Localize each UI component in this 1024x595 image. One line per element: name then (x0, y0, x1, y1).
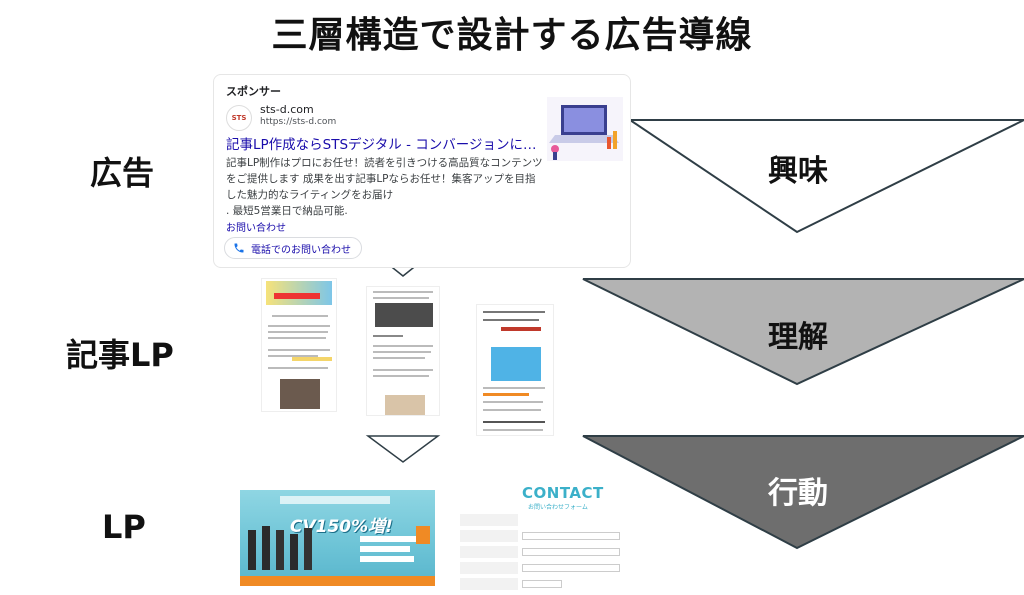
contact-subtitle: お問い合わせフォーム (528, 504, 588, 511)
form-row (460, 530, 640, 542)
row-label-ad: 広告 (90, 154, 155, 192)
form-row (460, 546, 640, 558)
ad-domain: sts-d.com (260, 103, 314, 116)
article-lp-screenshot-1 (261, 278, 337, 412)
laptop-illustration-image (547, 97, 623, 161)
banner-cta-bar (240, 576, 435, 586)
phone-icon (234, 243, 244, 253)
form-row (460, 562, 640, 574)
article-lp-screenshot-2 (366, 286, 440, 416)
ad-description: 記事LP制作はプロにお任せ！読者を引きつける高品質なコンテンツをご提供します 成… (226, 157, 543, 217)
ad-headline-link[interactable]: 記事LP作成ならSTSデジタル - コンバージョンに結… (226, 137, 546, 153)
page-title: 三層構造で設計する広告導線 (271, 15, 753, 56)
site-favicon: STS (226, 105, 252, 131)
down-arrow-article-to-lp (365, 435, 441, 463)
sponsored-label: スポンサー (226, 85, 281, 98)
sponsored-ad-card[interactable]: スポンサー STS sts-d.com https://sts-d.com 記事… (213, 74, 631, 268)
call-button[interactable]: 電話でのお問い合わせ (224, 237, 362, 259)
article-lp-screenshot-3 (476, 304, 554, 436)
funnel-label-interest: 興味 (768, 154, 828, 189)
form-row (460, 514, 640, 526)
ad-url: https://sts-d.com (260, 117, 337, 127)
ad-contact-link[interactable]: お問い合わせ (226, 223, 286, 234)
contact-form-screenshot: CONTACT お問い合わせフォーム (460, 484, 640, 592)
row-label-article-lp: 記事LP (66, 336, 174, 374)
lp-banner-image: CV150%増! (240, 490, 435, 586)
call-button-label: 電話でのお問い合わせ (251, 244, 351, 256)
funnel-label-action: 行動 (768, 476, 828, 511)
banner-headline: CV150%増! (290, 517, 393, 537)
row-label-lp: LP (102, 508, 146, 546)
form-row (460, 578, 640, 590)
contact-title: CONTACT (522, 484, 604, 502)
funnel-label-understanding: 理解 (768, 320, 828, 355)
